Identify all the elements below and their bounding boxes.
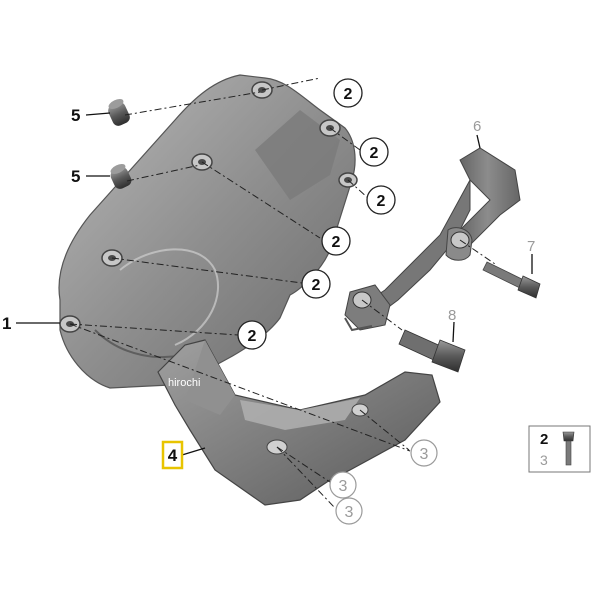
svg-text:2: 2 (344, 86, 353, 103)
callout-2-d[interactable]: 2 (321, 226, 351, 256)
legend-bottom: 3 (540, 452, 548, 468)
callout-2-c[interactable]: 2 (366, 185, 396, 215)
svg-text:2: 2 (312, 277, 321, 294)
callout-3-c[interactable]: 3 (335, 497, 363, 525)
callout-2-f[interactable]: 2 (237, 320, 267, 350)
callout-2-e[interactable]: 2 (301, 269, 331, 299)
label-part-8[interactable]: 8 (448, 307, 456, 324)
label-part-4-highlight[interactable]: 4 (161, 440, 184, 470)
legend-top: 2 (540, 431, 548, 448)
label-part-5-upper[interactable]: 5 (71, 106, 80, 125)
bolt-small (482, 261, 541, 299)
bolt-icon (562, 431, 575, 466)
svg-text:2: 2 (377, 193, 386, 210)
leader-lines (16, 112, 533, 456)
guard: hirochi (157, 339, 441, 506)
bracket (344, 147, 521, 332)
label-part-4: 4 (168, 446, 178, 465)
dowel-pin-upper (108, 99, 130, 126)
legend-box: 2 3 (528, 425, 591, 473)
watermark: hirochi (168, 377, 200, 389)
dowel-pin-lower (110, 164, 132, 189)
svg-text:2: 2 (370, 145, 379, 162)
label-part-5-lower[interactable]: 5 (71, 167, 80, 186)
svg-text:2: 2 (248, 328, 257, 345)
callout-3-b[interactable]: 3 (329, 471, 357, 499)
svg-text:2: 2 (332, 234, 341, 251)
svg-text:3: 3 (345, 504, 354, 521)
alignment-lines (69, 77, 496, 509)
label-part-7[interactable]: 7 (527, 238, 535, 255)
callout-2-b[interactable]: 2 (359, 137, 389, 167)
engine-cover (58, 74, 358, 389)
callout-3-a[interactable]: 3 (410, 439, 438, 467)
svg-text:3: 3 (420, 446, 429, 463)
callout-2-a[interactable]: 2 (333, 78, 363, 108)
svg-text:3: 3 (339, 478, 348, 495)
bolt-large (398, 329, 466, 373)
label-part-6[interactable]: 6 (473, 118, 481, 135)
label-part-1[interactable]: 1 (2, 314, 11, 333)
